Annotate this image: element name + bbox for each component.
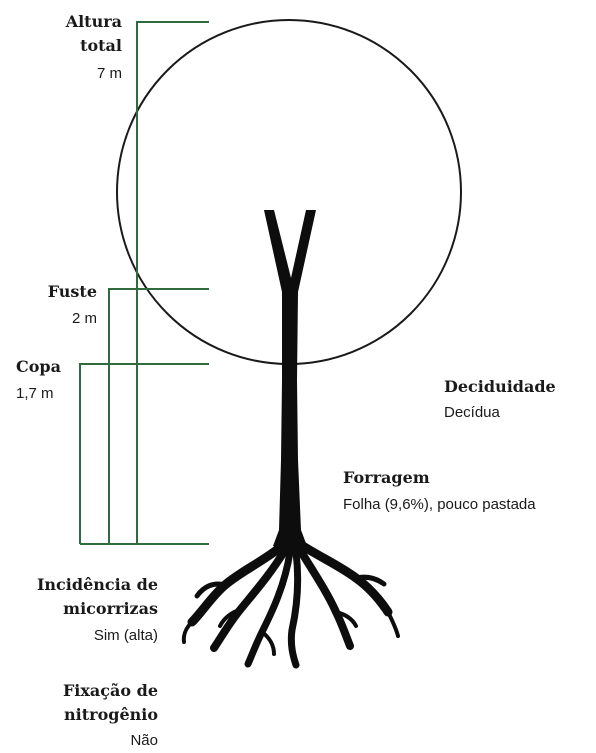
nitrogen-fixation-title-line1: Fixação de: [62, 681, 158, 700]
bole-title: Fuste: [47, 282, 97, 301]
trunk: [264, 210, 316, 550]
forage-title: Forragem: [343, 468, 430, 487]
root: [218, 608, 242, 628]
bole-bracket: [108, 288, 209, 544]
mycorrhiza-title-line1: Incidência de: [36, 575, 158, 594]
roots: [181, 541, 400, 669]
root: [353, 574, 387, 587]
forage-value: Folha (9,6%), pouco pastada: [343, 496, 536, 513]
total-height-title-line1: Altura: [65, 12, 122, 31]
bole-value: 2 m: [71, 310, 97, 327]
measure-brackets: [79, 21, 209, 545]
total-height-title-line2: total: [80, 36, 122, 55]
total-height-bracket: [136, 21, 209, 544]
root: [386, 610, 400, 638]
mycorrhiza-value: Sim (alta): [93, 627, 158, 644]
root: [287, 548, 302, 669]
crown-bracket: [79, 363, 209, 544]
root: [260, 630, 276, 656]
mycorrhiza-title-line2: micorrizas: [63, 599, 158, 618]
root: [181, 620, 194, 644]
crown-title: Copa: [16, 357, 61, 376]
total-height-value: 7 m: [96, 65, 122, 82]
trunk-body: [264, 210, 316, 550]
root: [334, 610, 358, 628]
deciduousness-value: Decídua: [444, 404, 500, 421]
deciduousness-title: Deciduidade: [444, 377, 556, 396]
crown-value: 1,7 m: [16, 385, 54, 402]
nitrogen-fixation-value: Não: [130, 732, 158, 749]
root: [194, 581, 228, 599]
nitrogen-fixation-title-line2: nitrogênio: [64, 705, 158, 724]
